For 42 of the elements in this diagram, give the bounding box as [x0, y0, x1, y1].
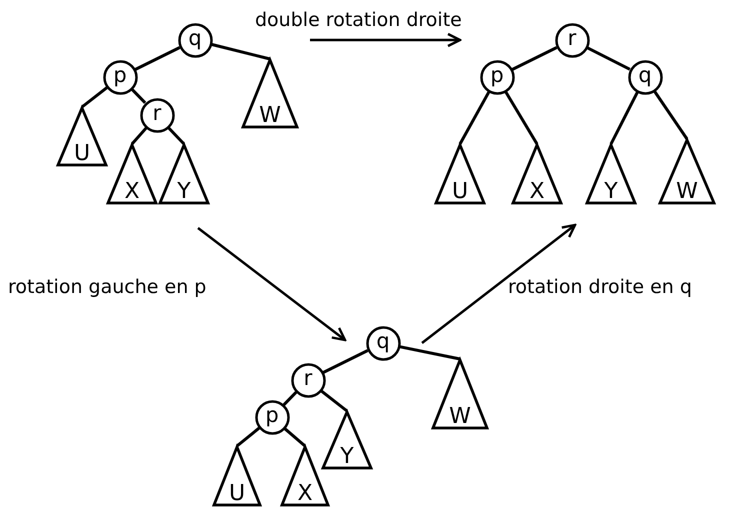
subtree-triangle: U [56, 106, 108, 167]
tree-node-circle: q [628, 60, 662, 94]
subtree-triangle: U [434, 143, 486, 205]
tree-branch-line [284, 427, 306, 448]
tree-branch-line [504, 90, 538, 145]
subtree-triangle: W [241, 58, 299, 129]
tree-branch-line [134, 46, 180, 71]
tree-branch-line [282, 391, 298, 406]
subtree-triangle: X [280, 445, 330, 507]
tree-node-circle: p [480, 60, 514, 94]
tree-branch-line [399, 345, 460, 360]
tree-branch-line [320, 390, 348, 412]
rotation-label: double rotation droite [255, 9, 462, 32]
tree-branch-line [610, 92, 639, 145]
rotation-label: rotation droite en q [508, 276, 692, 299]
tree-branch-line [130, 88, 146, 104]
tree-branch-line [322, 349, 368, 374]
tree-branch-line [653, 90, 688, 140]
tree-node-circle: r [140, 98, 174, 132]
subtree-triangle: Y [321, 410, 373, 470]
tree-node-circle: r [290, 362, 326, 398]
tree-branch-line [236, 426, 260, 448]
tree-node-circle: p [254, 400, 290, 434]
tree-branch-line [458, 91, 490, 145]
subtree-triangle: Y [158, 143, 210, 205]
subtree-triangle: W [431, 358, 489, 430]
tree-node-circle: q [178, 22, 212, 58]
tree-branch-line [586, 46, 631, 71]
subtree-triangle: X [106, 143, 158, 205]
rotation-label: rotation gauche en p [8, 276, 206, 299]
subtree-triangle: U [212, 445, 262, 507]
tree-branch-line [167, 126, 186, 146]
tree-node-circle: r [554, 22, 590, 58]
tree-branch-line [512, 46, 558, 71]
subtree-triangle: X [511, 143, 563, 205]
tree-branch-line [211, 42, 270, 60]
subtree-triangle: Y [585, 143, 637, 205]
tree-node-circle: q [366, 326, 400, 360]
tree-branch-line [130, 127, 148, 145]
tree-node-circle: p [102, 60, 138, 94]
tree-branch-line [81, 86, 108, 108]
subtree-triangle: W [658, 138, 716, 205]
